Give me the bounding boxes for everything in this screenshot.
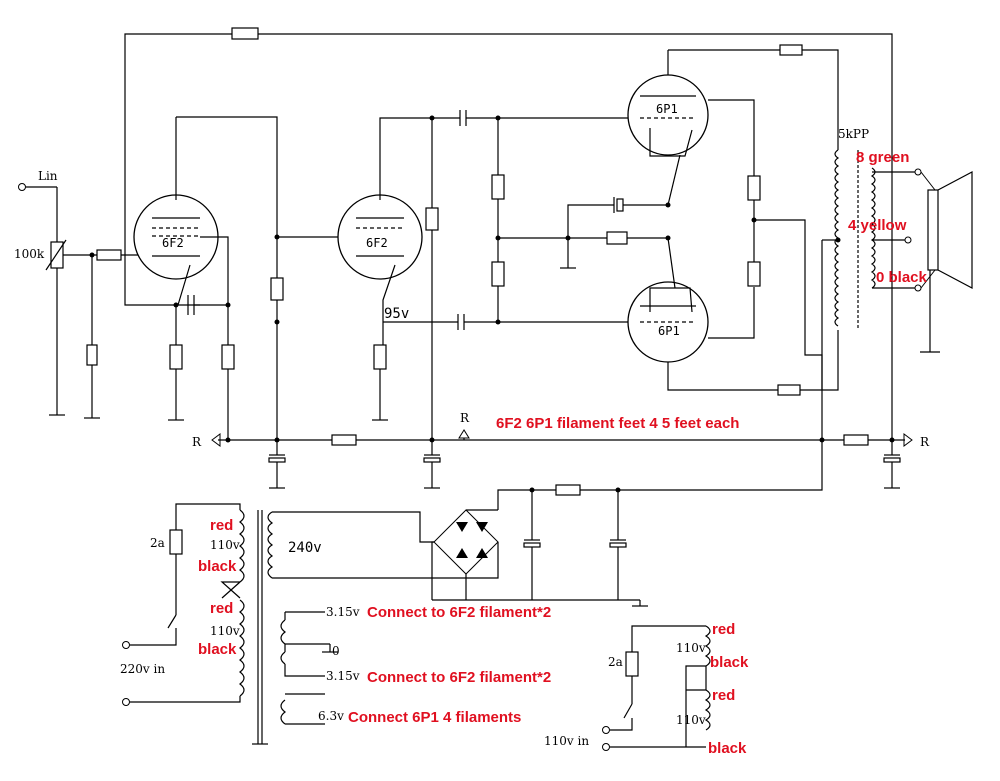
tube-v1 — [133, 116, 278, 350]
input-label: Lin — [38, 169, 58, 183]
pri-red-2: red — [210, 600, 233, 617]
fuse-alt-label: 2a — [608, 655, 623, 669]
mains-110-label: 110v in — [544, 734, 589, 748]
heater1-voltage: 3.15v — [326, 605, 360, 619]
alt-110v-primary — [602, 625, 711, 751]
pri-110-1: 110v — [210, 538, 240, 552]
input-jack-icon — [18, 183, 26, 191]
pri-red-1: red — [210, 517, 233, 534]
speaker-icon — [920, 171, 973, 353]
alt-110-1: 110v — [676, 641, 706, 655]
alt-black-1: black — [710, 654, 749, 671]
pri-black-2: black — [198, 641, 237, 658]
tube-bottom-label: 6P1 — [658, 324, 680, 338]
heater3-voltage: 6.3v — [318, 709, 344, 723]
tube-v2 — [337, 115, 458, 455]
output-transformer — [821, 149, 922, 440]
pri-black-1: black — [198, 558, 237, 575]
alt-110-2: 110v — [676, 713, 706, 727]
tube-top-6p1 — [627, 44, 839, 206]
tube1-label: 6F2 — [162, 236, 184, 250]
interstage-1 — [270, 234, 340, 440]
fuse-main-label: 2a — [150, 536, 165, 550]
filament-note: 6F2 6P1 filament feet 4 5 feet each — [496, 415, 739, 432]
pri-110-2: 110v — [210, 624, 240, 638]
ground-r-left: R — [192, 435, 202, 449]
ground-r-mid: R — [460, 411, 470, 425]
tube2-label: 6F2 — [366, 236, 388, 250]
pot-label: 100k — [14, 247, 45, 261]
b-plus-rail — [211, 429, 913, 447]
heater1-note: Connect to 6F2 filament*2 — [367, 604, 551, 621]
voltage-95-label: 95v — [384, 306, 409, 322]
spk-8-label: 8 green — [856, 149, 909, 166]
heater-ct-label: 0 — [332, 644, 340, 658]
mains-220-label: 220v in — [120, 662, 165, 676]
heater2-note: Connect to 6F2 filament*2 — [367, 669, 551, 686]
opt-label: 5kPP — [838, 127, 869, 141]
cathode-network-v1 — [124, 295, 235, 440]
volume-pot — [50, 241, 64, 269]
hv-winding-label: 240v — [288, 540, 322, 556]
tube-bottom-6p1 — [627, 175, 839, 440]
rail-caps — [268, 440, 901, 489]
alt-black-2: black — [708, 740, 747, 757]
schematic-labels: Lin 100k 6F2 6F2 6P1 6P1 95v 5kPP 8 gree… — [14, 102, 930, 757]
input-section — [18, 183, 140, 419]
coupling-caps — [432, 110, 671, 330]
mains-transformer — [122, 503, 338, 745]
tube-top-label: 6P1 — [656, 102, 678, 116]
feedback-loop — [124, 27, 893, 300]
heater3-note: Connect 6P1 4 filaments — [348, 709, 521, 726]
ground-r-right: R — [920, 435, 930, 449]
spk-4-label: 4 yellow — [848, 217, 907, 234]
power-supply — [267, 440, 823, 607]
alt-red-1: red — [712, 621, 735, 638]
alt-red-2: red — [712, 687, 735, 704]
heater2-voltage: 3.15v — [326, 669, 360, 683]
spk-0-label: 0 black — [876, 269, 928, 286]
